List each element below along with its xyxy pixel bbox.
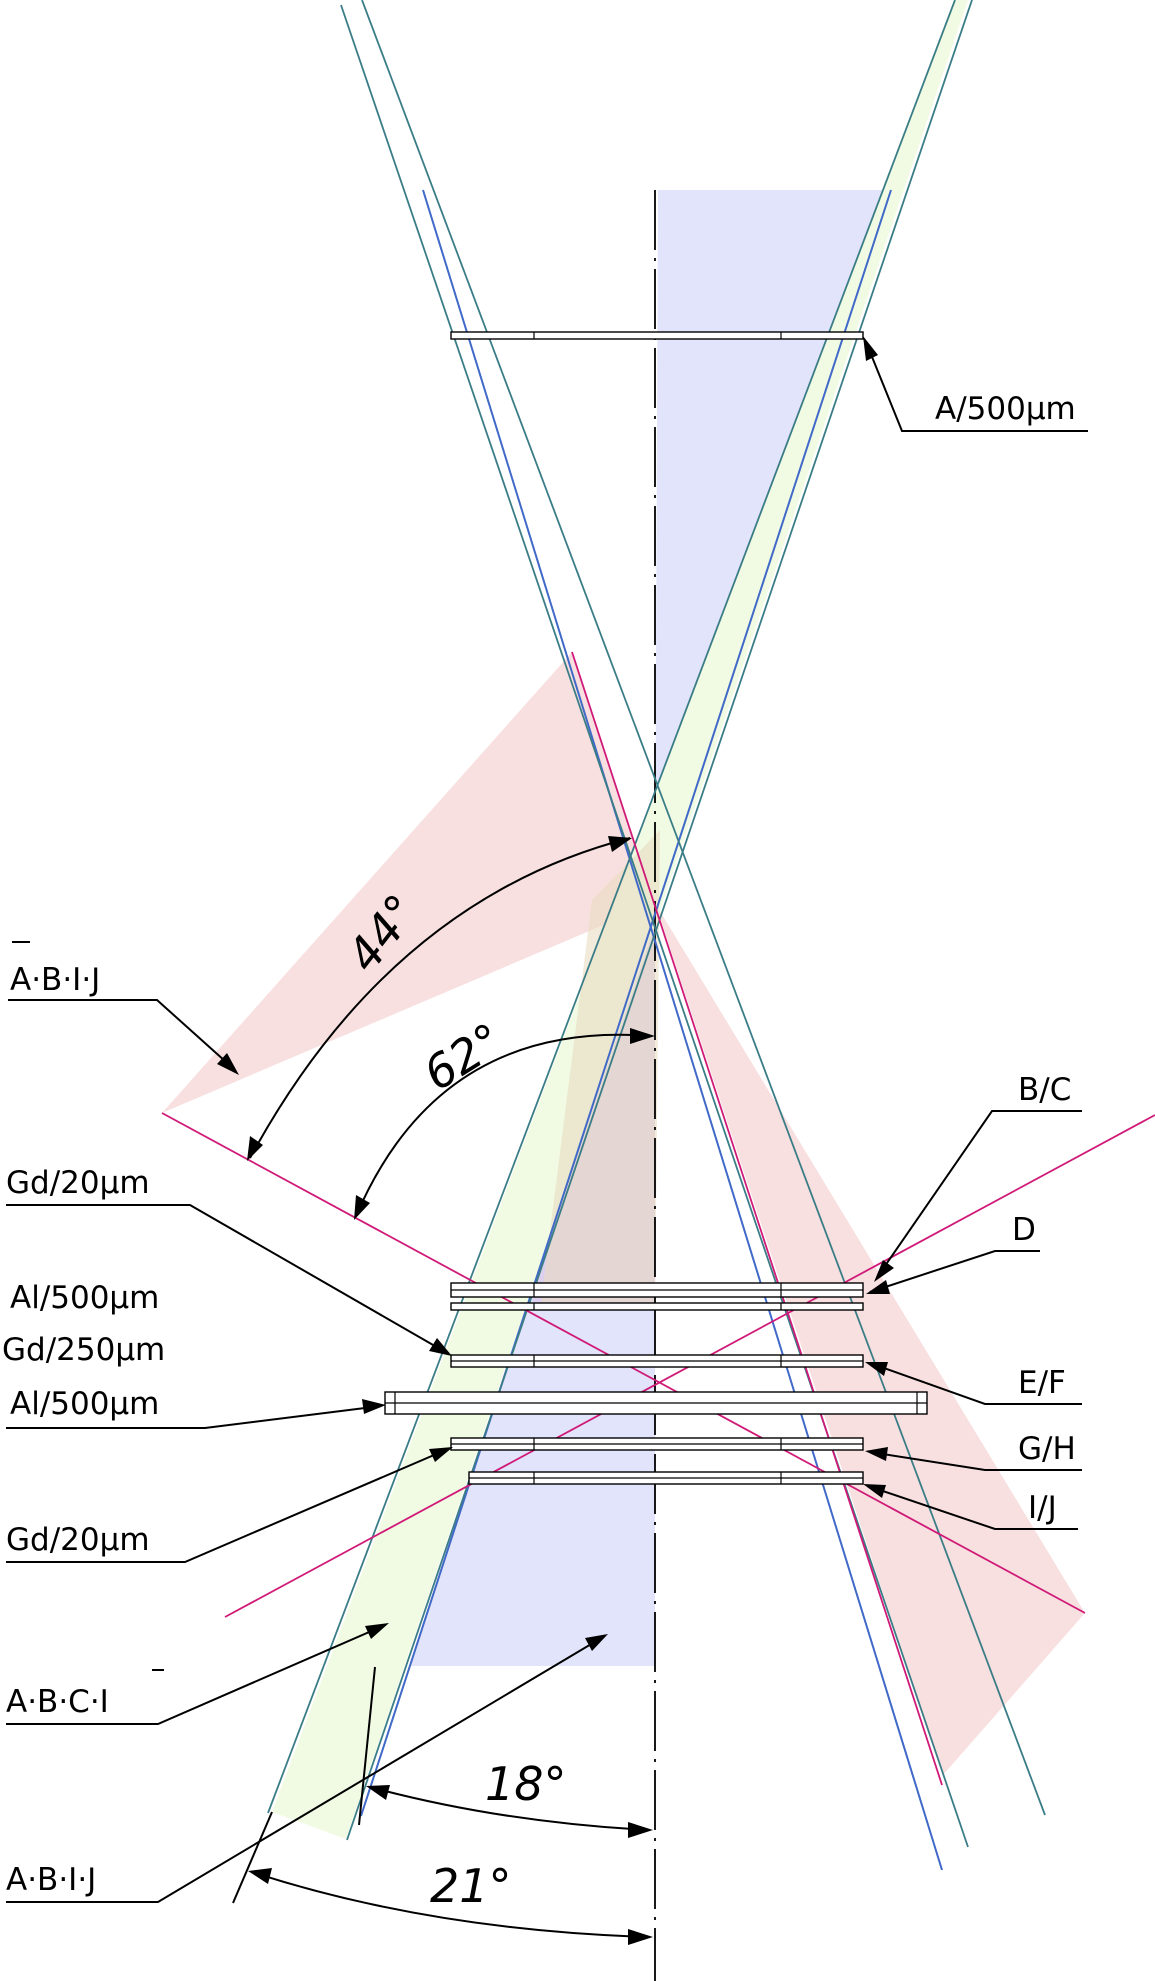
leader-b-c [877,1110,1082,1277]
pink-region [162,652,655,1113]
plate-e-f [450,1354,864,1368]
teal-ray-2 [361,0,1046,1816]
leader-lines [6,336,1088,1903]
angle-label-18: 18° [485,1757,567,1811]
label-al-500um-top: Al/500μm [10,1280,159,1316]
label-gd-20um-bottom: Gd/20μm [6,1522,150,1558]
teal-ray-1 [340,4,969,1848]
plate-d [450,1302,864,1311]
leader-a-500um [865,341,1088,432]
label-gd-250um: Gd/250μm [2,1332,165,1368]
magenta-ray-steep [571,651,943,1786]
acceptance-regions [162,0,1085,1839]
label-i-j: I/J [1028,1490,1057,1526]
label-gd-20um-top: Gd/20μm [6,1165,150,1201]
detector-plates [384,331,928,1485]
label-d: D [1012,1212,1036,1248]
angle-label-21: 21° [430,1859,512,1913]
teal-ray-3 [267,0,956,1814]
leader-al-500um-bottom [6,1405,382,1429]
leader-e-f [869,1362,1082,1405]
plate-i-j [468,1471,864,1485]
label-g-h: G/H [1018,1431,1076,1467]
leader-a-b-i-j [6,1636,604,1903]
blue-ray-left [422,189,943,1871]
leader-not-a-b-i-j [8,999,236,1071]
arc-62 [355,1033,651,1217]
pink-region-lower [655,903,1085,1775]
leader-gd-20um-bottom [6,1448,449,1563]
angle-dimensions [232,836,655,1945]
plate-a [450,331,864,340]
plate-al-wide [384,1391,928,1415]
green-band-middle [540,830,660,1310]
label-a-b-c-not-i: A·B·C·I [6,1684,109,1720]
leader-d [869,1250,1040,1293]
leader-g-h [869,1451,1082,1471]
plate-b-c [450,1282,864,1298]
label-b-c: B/C [1018,1072,1071,1108]
label-a-b-i-j: A·B·I·J [6,1862,96,1898]
label-al-500um-bottom: Al/500μm [10,1386,159,1422]
arc-44 [249,837,631,1159]
label-not-a-b-i-j: A·B·I·J [10,962,100,998]
label-a-500um: A/500μm [935,391,1076,427]
leader-gd-20um-top [6,1204,448,1354]
arc-21 [251,1871,649,1938]
leader-a-b-c-not-i [6,1625,384,1725]
leader-i-j [867,1485,1078,1530]
plate-g-h [450,1437,864,1451]
arc-18 [369,1786,649,1831]
angle-label-62: 62° [414,1012,512,1101]
blue-ray-right [360,189,892,1817]
label-e-f: E/F [1018,1365,1066,1401]
